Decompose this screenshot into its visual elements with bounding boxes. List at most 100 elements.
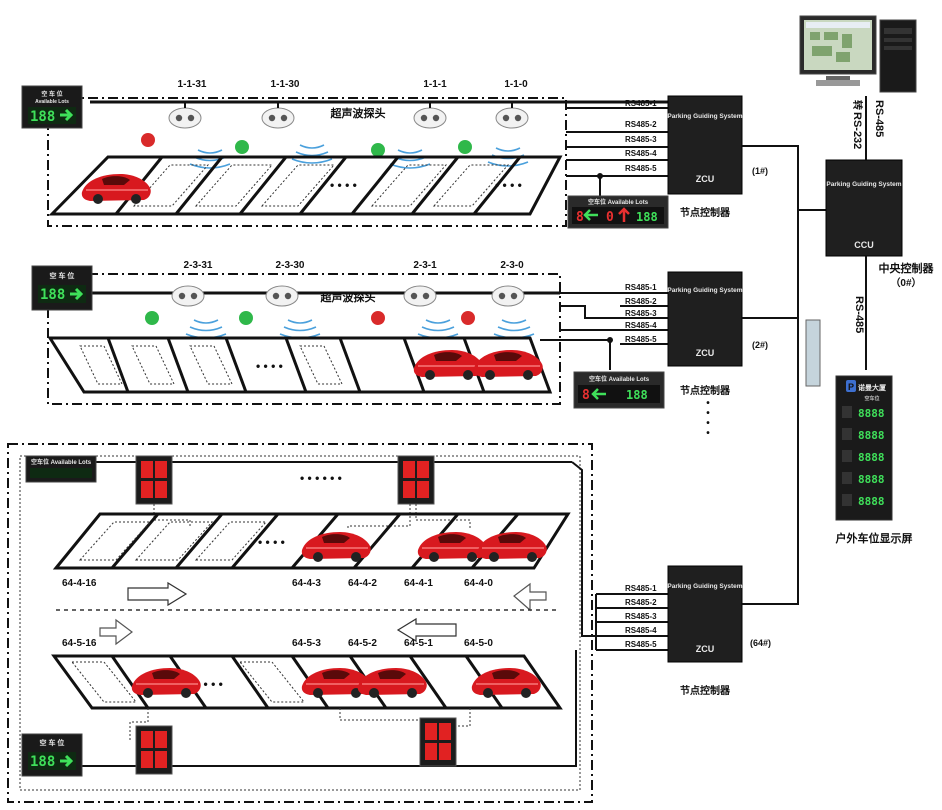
ultrasonic-sensor-icon xyxy=(491,285,525,307)
arrow-right-icon xyxy=(60,754,74,768)
zcu-label: ZCU xyxy=(696,174,715,184)
row3-zcu: Parking Guiding System ZCU (64#) 节点控制器 xyxy=(667,565,771,697)
port-label: RS485-3 xyxy=(625,612,657,621)
row2-section: 空 车 位 188 2-3-31 2-3-30 2-3-1 2-3-0 超声波探… xyxy=(31,260,768,439)
arrow-left-icon xyxy=(583,209,598,221)
ultrasonic-sensor-icon xyxy=(265,285,299,307)
outdoor-row-value: 8888 xyxy=(858,429,885,442)
green-indicator-icon xyxy=(458,140,472,154)
outdoor-header: 诺曼大厦 xyxy=(858,383,887,392)
arrow-up-icon xyxy=(618,207,630,222)
port-label: RS485-2 xyxy=(625,120,657,129)
lot-id: 64-5-16 xyxy=(62,638,97,649)
wave-icon xyxy=(185,319,227,339)
port-label: RS485-5 xyxy=(625,335,657,344)
arrow-right-icon xyxy=(60,108,74,122)
red-indicator-icon xyxy=(371,311,385,325)
row1-zcu: Parking Guiding System ZCU (1#) 节点控制器 xyxy=(667,95,768,219)
sensor-id: 1-1-31 xyxy=(178,79,207,90)
port-label: RS485-5 xyxy=(625,164,657,173)
ultrasonic-sensor-icon xyxy=(413,107,447,129)
port-label: RS485-5 xyxy=(625,640,657,649)
wave-icon xyxy=(291,144,333,164)
zcu-title: Parking Guiding System xyxy=(667,583,742,590)
port-label: RS485-4 xyxy=(625,626,657,635)
lane-display-panel xyxy=(135,455,173,505)
car-icon xyxy=(357,667,428,699)
lot-id: 64-4-16 xyxy=(62,578,97,589)
indoor-display-right: 188 xyxy=(636,210,658,224)
row2-lot-display: 空 车 位 188 xyxy=(31,265,93,311)
indoor-display-right: 188 xyxy=(626,388,648,402)
computer-icon xyxy=(799,15,917,93)
row3-dots: • • • • xyxy=(196,677,223,691)
port-label: RS485-1 xyxy=(625,283,657,292)
link-rs485-bottom: RS-485 xyxy=(853,296,865,333)
lot-id: 64-5-2 xyxy=(348,638,377,649)
ultrasonic-sensor-icon xyxy=(495,107,529,129)
outdoor-sub: 空车位 xyxy=(864,395,879,402)
row1-dots: • • • • xyxy=(330,178,357,192)
backbone-bus xyxy=(742,145,826,605)
row2-display-cn: 空 车 位 xyxy=(50,271,75,280)
lot-id: 64-4-1 xyxy=(404,578,433,589)
port-label: RS485-2 xyxy=(625,297,657,306)
bus-terminator xyxy=(805,319,821,387)
row3-display-cn: 空 车 位 xyxy=(40,738,65,747)
row3-display-value: 188 xyxy=(30,754,55,770)
arrow-left-icon xyxy=(396,617,457,643)
sensor-id: 2-3-0 xyxy=(500,260,524,271)
port-label: RS485-4 xyxy=(625,321,657,330)
row1-ports: RS485-1 RS485-2 RS485-3 RS485-4 RS485-5 xyxy=(625,99,657,173)
ccu-label: CCU xyxy=(854,240,874,250)
port-label: RS485-1 xyxy=(625,99,657,108)
u-turn-icon xyxy=(99,618,133,646)
outdoor-row-value: 8888 xyxy=(858,451,885,464)
lane-display-panel xyxy=(397,455,435,505)
ccu-name: 中央控制器 xyxy=(879,261,935,275)
lot-id: 64-4-2 xyxy=(348,578,377,589)
lot-id: 64-4-0 xyxy=(464,578,493,589)
zcu-title: Parking Guiding System xyxy=(667,287,742,294)
central-controller: Parking Guiding System CCU 中央控制器 （0#） RS… xyxy=(825,96,935,370)
row3-upper-labels: 64-4-16 64-4-3 64-4-2 64-4-1 64-4-0 xyxy=(62,578,493,589)
sensor-id: 2-3-31 xyxy=(184,260,213,271)
outdoor-label: 户外车位显示屏 xyxy=(836,531,913,545)
ultrasonic-sensor-icon xyxy=(171,285,205,307)
row3-frame xyxy=(7,443,593,803)
outdoor-row-value: 8888 xyxy=(858,473,885,486)
car-icon xyxy=(301,531,372,563)
wave-icon xyxy=(279,319,321,339)
zcu-title: Parking Guiding System xyxy=(667,113,742,120)
row3-bottom-display: 空 车 位 188 xyxy=(21,733,83,777)
node-controller-label: 节点控制器 xyxy=(680,384,731,397)
outdoor-row-value: 8888 xyxy=(858,495,885,508)
row3-top-display: 空车位 Available Lots xyxy=(25,455,97,483)
car-icon xyxy=(81,173,152,205)
link-rs485-top: RS-485 xyxy=(873,100,885,137)
svg-text:P: P xyxy=(848,382,854,392)
row2-frame xyxy=(47,273,561,405)
zcu-id: (64#) xyxy=(750,638,771,648)
ultrasonic-label: 超声波探头 xyxy=(330,106,386,120)
row3-section: 空车位 Available Lots • • • • • • • • • xyxy=(7,443,771,803)
sensor-id: 1-1-0 xyxy=(504,79,528,90)
row3-ports: RS485-1 RS485-2 RS485-3 RS485-4 RS485-5 xyxy=(625,584,657,649)
indoor-display-left: 8 xyxy=(582,388,590,403)
row1-sensors: 1-1-31 1-1-30 1-1-1 1-1-0 超声波探头 xyxy=(141,79,529,169)
ccu-id: （0#） xyxy=(890,276,921,289)
ultrasonic-sensor-icon xyxy=(168,107,202,129)
row1-display-value: 188 xyxy=(30,109,55,125)
ultrasonic-label: 超声波探头 xyxy=(320,290,376,304)
arrow-right-icon xyxy=(70,287,84,301)
green-indicator-icon xyxy=(371,143,385,157)
indoor-display-label: 空车位 Available Lots xyxy=(588,198,649,206)
ultrasonic-sensor-icon xyxy=(403,285,437,307)
sensor-id: 1-1-30 xyxy=(271,79,300,90)
sensor-id: 1-1-1 xyxy=(423,79,447,90)
zcu-label: ZCU xyxy=(696,644,715,654)
arrow-right-icon xyxy=(127,581,188,607)
red-indicator-icon xyxy=(141,133,155,147)
more-nodes-dots: •••• xyxy=(706,398,710,439)
